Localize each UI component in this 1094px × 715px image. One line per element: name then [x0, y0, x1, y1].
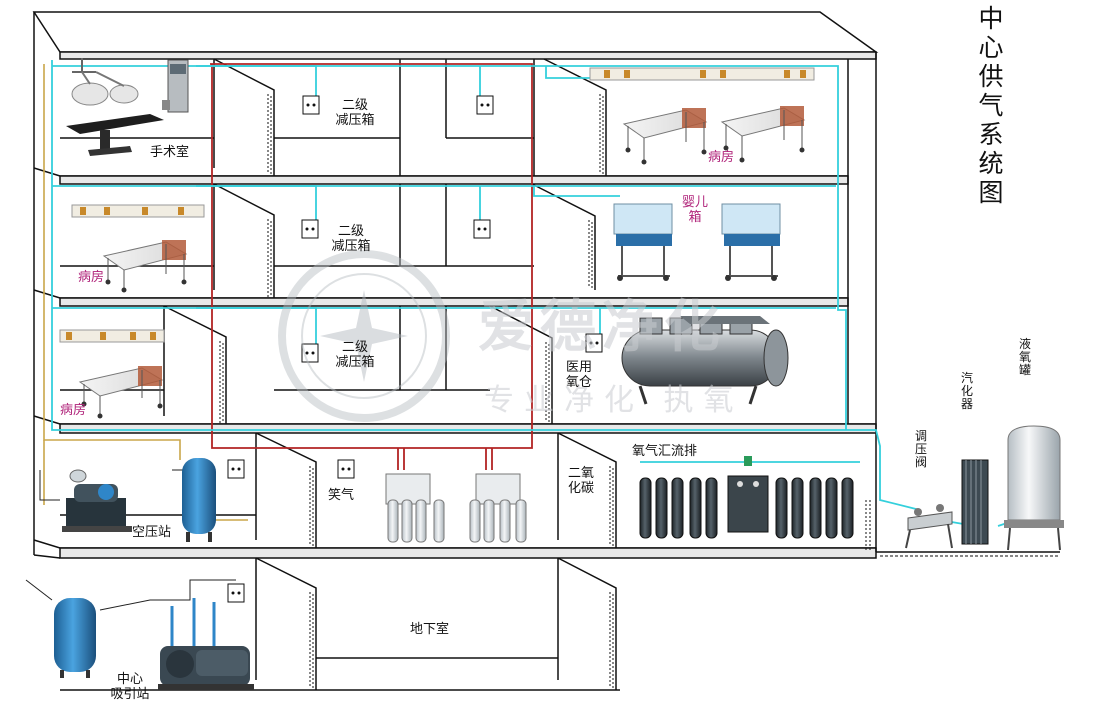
hyperbaric-chamber-icon [621, 316, 789, 405]
watermark-slogan: 专业净化 执氧 [484, 383, 744, 418]
vaporizer-icon [961, 459, 989, 545]
hospital-bed-icon [720, 106, 806, 163]
hospital-bed-icon [622, 108, 708, 165]
bedhead-panel-floor2 [59, 329, 165, 343]
regulator-box-floor4-b [476, 95, 494, 115]
label-carbon-dioxide: 二氧化碳 [567, 466, 594, 496]
watermark-brand: 爱德净化 [478, 295, 726, 360]
label-regulating-valve: 调压阀 [914, 429, 927, 469]
regulator-box-floor2-b [585, 333, 603, 353]
hospital-bed-icon [102, 240, 188, 293]
surgical-light-icon [71, 58, 139, 106]
regulator-box-floor1-b [337, 459, 355, 479]
wall-hatching [219, 94, 1060, 688]
bedhead-panel-floor3 [71, 204, 205, 218]
label-oxygen-manifold: 氧气汇流排 [632, 444, 698, 459]
infant-incubator-icon [613, 203, 673, 281]
air-receiver-tank-icon [182, 458, 216, 542]
label-ward-floor3: 病房 [78, 270, 105, 285]
surgical-tower-icon [162, 59, 189, 113]
air-compressor-icon [62, 469, 132, 532]
label-liquid-oxygen-tank: 液氧罐 [1018, 337, 1031, 377]
label-operating-room: 手术室 [150, 145, 190, 160]
vacuum-tank-icon [54, 598, 96, 678]
vacuum-pump-icon [158, 598, 254, 690]
hospital-bed-icon [78, 366, 164, 419]
label-regulator-box-3: 二级减压箱 [335, 340, 375, 370]
diagram-title: 中心供气系统图 [978, 4, 1004, 207]
regulator-box-floor1-a [227, 459, 245, 479]
label-infant-incubator: 婴儿箱 [681, 195, 708, 225]
oxygen-manifold-cylinders-icon [639, 456, 854, 539]
label-basement: 地下室 [410, 622, 450, 637]
regulator-box-floor2-a [301, 343, 319, 363]
label-hyperbaric-chamber: 医用氧仓 [565, 360, 592, 390]
regulator-box-floor4-a [302, 95, 320, 115]
label-vaporizer: 汽化器 [960, 371, 973, 411]
label-nitrous-oxide: 笑气 [328, 488, 355, 503]
regulator-box-floor3-b [473, 219, 491, 239]
air-pipeline [43, 64, 248, 521]
label-regulator-box-1: 二级减压箱 [335, 98, 375, 128]
infant-incubator-icon [721, 203, 781, 281]
bedhead-panel-top-ward [589, 67, 815, 81]
label-regulator-box-2: 二级减压箱 [331, 224, 371, 254]
label-air-compressor-station: 空压站 [132, 525, 172, 540]
operating-table-icon [66, 114, 164, 156]
liquid-oxygen-tank-icon [1004, 425, 1064, 551]
label-ward-floor2: 病房 [60, 403, 87, 418]
label-vacuum-station: 中心吸引站 [110, 672, 150, 702]
nitrous-oxide-cylinders-icon [385, 473, 527, 543]
regulator-box-basement [227, 583, 245, 603]
regulator-box-floor3-a [301, 219, 319, 239]
oxygen-pipeline [51, 60, 1017, 527]
regulating-valve-icon [905, 504, 953, 549]
label-ward-top: 病房 [708, 150, 735, 165]
watermark-seal [278, 250, 450, 422]
building-structure [32, 11, 1060, 691]
vacuum-pipeline [210, 63, 533, 470]
